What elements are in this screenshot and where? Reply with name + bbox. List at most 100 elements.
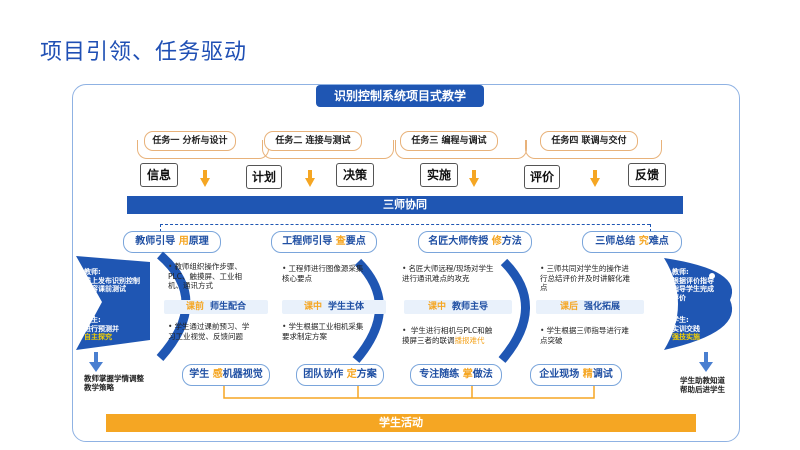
right-down-arrow-icon xyxy=(699,362,713,372)
mid-text: 学生主体 xyxy=(328,302,365,312)
activity-practice: 专注随练 掌做法 xyxy=(410,364,502,386)
col4-top-text: 三师共同对学生的操作进行总结评价并及时讲解化难点 xyxy=(540,264,636,293)
arc-3 xyxy=(498,258,530,363)
task-1-label: 任务一 分析与设计 xyxy=(144,131,236,151)
highlight: 精 xyxy=(582,369,593,380)
text: 学生 xyxy=(189,369,213,380)
arrow-down-icon xyxy=(308,170,312,178)
arrow-down-icon xyxy=(200,178,210,187)
highlight: 自主探究 xyxy=(84,333,112,341)
right-note: 学生助教知道帮助后进学生 xyxy=(680,376,725,394)
fish-eye xyxy=(709,273,715,279)
role-text: 原理 xyxy=(188,236,209,247)
text: 机器视觉 xyxy=(222,369,263,380)
arrow-down-icon xyxy=(469,178,479,187)
highlight: 播报 xyxy=(454,335,470,345)
col3-mid-label: 课中教师主导 xyxy=(404,300,512,314)
bottom-connector xyxy=(357,384,473,398)
collaboration-bar: 三师协同 xyxy=(127,196,683,214)
mid-highlight: 课后 xyxy=(559,302,578,312)
left-fish-student: 学生: 进行预测并 自主探究 xyxy=(84,316,140,342)
col4-mid-label: 课后强化拓展 xyxy=(536,300,644,314)
mid-highlight: 课前 xyxy=(185,302,204,312)
role-teacher: 教师引导 用原理 xyxy=(123,231,221,253)
text: 进行预测并 xyxy=(84,324,119,333)
role-text: 难点 xyxy=(648,236,669,247)
task-2-bracket xyxy=(262,140,394,159)
role-highlight: 用 xyxy=(178,236,189,247)
mid-highlight: 课中 xyxy=(303,302,322,312)
dashed-connector xyxy=(160,224,650,225)
col1-top-text: 教师组织操作步骤、PLC、触摸屏、工业相机、通讯方式 xyxy=(168,262,254,291)
left-down-arrow-icon xyxy=(89,362,103,372)
step-plan: 计划 xyxy=(246,165,282,189)
student-activity-bar: 学生活动 xyxy=(106,414,696,432)
mid-text: 强化拓展 xyxy=(584,302,621,312)
col1-bottom-text: 学生通过课前预习、学习工业视觉、反馈问题 xyxy=(168,322,254,341)
text: 学生进行相机与PLC和触摸屏三者的联调 xyxy=(402,326,493,345)
arrow-down-icon xyxy=(203,170,207,178)
label: 学生: xyxy=(84,316,101,324)
right-fish-student: 学生: 实训交践 强技实施 xyxy=(672,316,720,342)
activity-enterprise: 企业现场 精调试 xyxy=(530,364,622,386)
step-decision: 决策 xyxy=(336,163,374,187)
task-4-bracket xyxy=(525,140,662,159)
step-implement: 实施 xyxy=(420,163,458,187)
text: 方案 xyxy=(356,369,377,380)
left-fish-tail xyxy=(76,256,150,350)
role-three-teachers: 三师总结 究难点 xyxy=(582,231,682,253)
step-info: 信息 xyxy=(140,163,178,187)
col3-top-text: 名匠大师远程/现场对学生进行通讯难点的攻克 xyxy=(402,264,498,283)
col2-mid-label: 课中学生主体 xyxy=(282,300,386,314)
arrow-down-icon xyxy=(472,170,476,178)
col2-top-text: 工程师进行图像源采集核心要点 xyxy=(282,264,368,283)
col4-bottom-text: 学生根据三师指导进行难点突破 xyxy=(540,326,636,345)
role-text: 教师引导 xyxy=(135,236,179,247)
page-heading: 项目引领、任务驱动 xyxy=(40,40,248,65)
role-master: 名匠大师传授 修方法 xyxy=(418,231,532,253)
highlight: 掌 xyxy=(462,369,473,380)
task-4-label: 任务四 联调与交付 xyxy=(540,131,638,151)
bottom-connector xyxy=(223,384,595,399)
col1-mid-label: 课前师生配合 xyxy=(164,300,268,314)
role-text: 名匠大师传授 xyxy=(428,236,492,247)
role-highlight: 查 xyxy=(335,236,346,247)
arrow-down-icon xyxy=(590,178,600,187)
activity-perceive: 学生 感机器视觉 xyxy=(182,364,270,386)
role-text: 三师总结 xyxy=(595,236,639,247)
text: 团队协作 xyxy=(303,369,347,380)
right-fish-head xyxy=(664,258,733,350)
label: 教师: xyxy=(672,268,689,276)
col3-bottom-text: 学生进行相机与PLC和触摸屏三者的联调播报难代 xyxy=(402,326,498,345)
role-text: 方法 xyxy=(501,236,522,247)
text: 线上发布识别控制内容课前测试 xyxy=(84,276,140,294)
mid-text: 师生配合 xyxy=(210,302,247,312)
role-highlight: 修 xyxy=(491,236,502,247)
arrow-down-icon xyxy=(305,178,315,187)
text: 专注随练 xyxy=(419,369,463,380)
highlight: 难代 xyxy=(469,335,485,345)
label: 教师: xyxy=(84,268,101,276)
text: 根据评价指导指导学生完成评价 xyxy=(672,276,714,302)
role-text: 工程师引导 xyxy=(282,236,336,247)
right-fish-teacher: 教师: 根据评价指导指导学生完成评价 xyxy=(672,268,720,302)
text: 调试 xyxy=(592,369,613,380)
role-text: 要点 xyxy=(345,236,366,247)
task-3-label: 任务三 编程与调试 xyxy=(400,131,498,151)
label: 学生: xyxy=(672,316,689,324)
role-highlight: 究 xyxy=(638,236,649,247)
left-fish-teacher: 教师: 线上发布识别控制内容课前测试 xyxy=(84,268,140,294)
role-engineer: 工程师引导 查要点 xyxy=(271,231,377,253)
highlight: 强技实施 xyxy=(672,333,700,341)
col2-bottom-text: 学生根据工业相机采集要求制定方案 xyxy=(282,322,368,341)
text: 做法 xyxy=(472,369,493,380)
task-2-label: 任务二 连接与测试 xyxy=(264,131,362,151)
arrow-down-icon xyxy=(593,170,597,178)
highlight: 定 xyxy=(346,369,357,380)
dashed-connector xyxy=(650,224,651,232)
left-note: 教师掌握学情调整教学策略 xyxy=(84,374,144,392)
mid-highlight: 课中 xyxy=(427,302,446,312)
step-feedback: 反馈 xyxy=(628,163,666,187)
highlight: 感 xyxy=(212,369,223,380)
text: 企业现场 xyxy=(539,369,583,380)
